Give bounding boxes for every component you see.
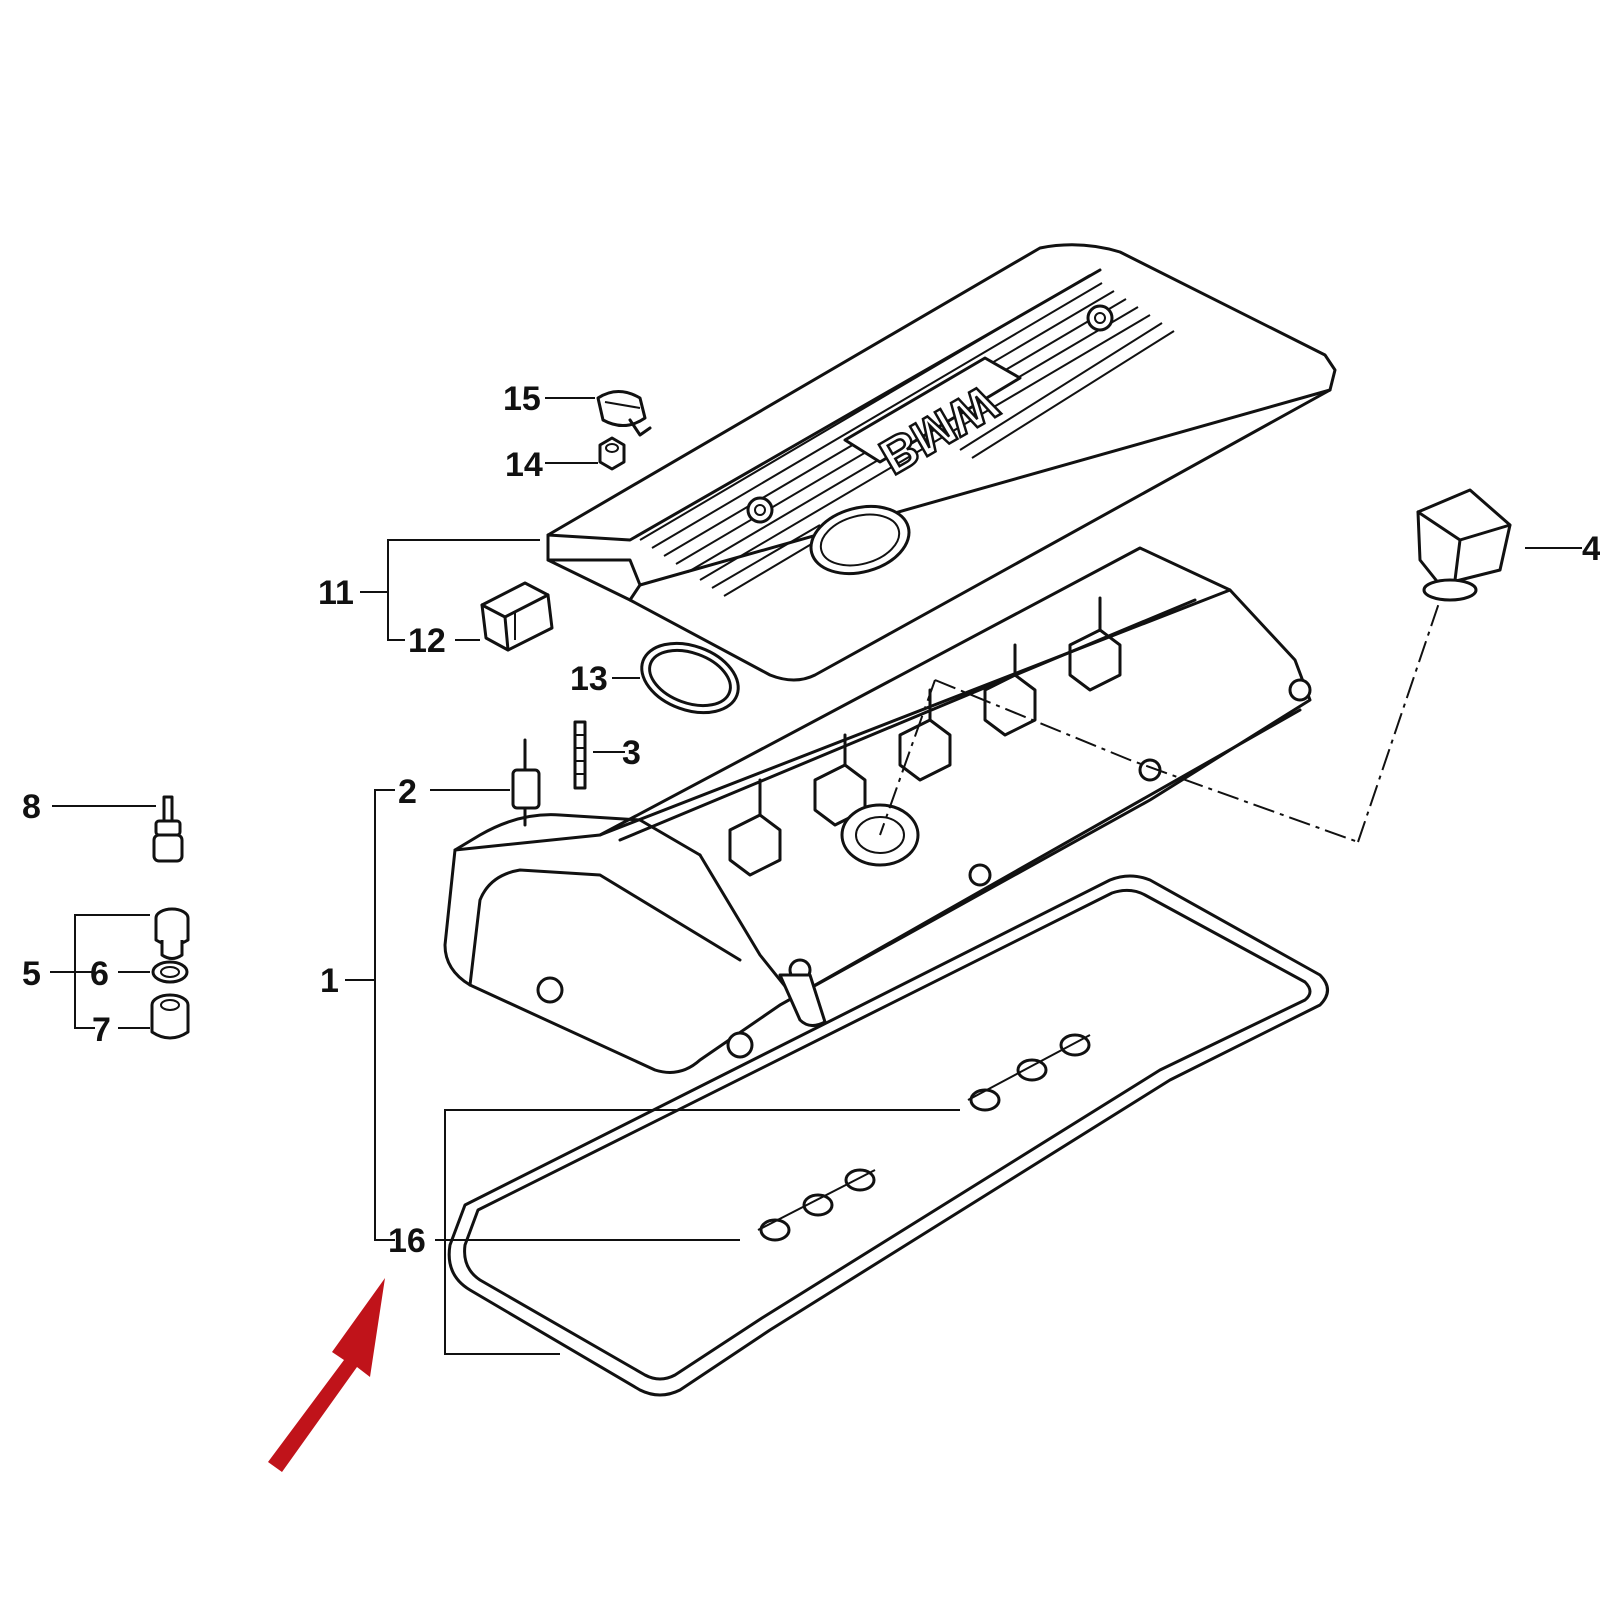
part-4-oil-filler-cap: [1416, 488, 1512, 602]
cover-mount-hole: [1086, 304, 1114, 332]
part-8-bolt: [152, 795, 184, 863]
spark-plug-seal-set-rear: [967, 1033, 1091, 1112]
callout-12: 12: [408, 622, 446, 660]
part-5-grommet: [154, 907, 190, 960]
part-3-stud-bolt: [573, 720, 587, 790]
assembly-guide-lines: [879, 599, 1441, 843]
callout-16: 16: [388, 1222, 426, 1260]
callout-15: 15: [503, 380, 541, 418]
valve-cover-gasket: [447, 874, 1329, 1397]
callout-3: 3: [622, 734, 641, 772]
callout-4: 4: [1582, 530, 1600, 568]
part-12-rubber-mount: [480, 581, 554, 652]
callout-5: 5: [22, 955, 41, 993]
highlight-arrow: [268, 1278, 385, 1472]
leader-lines: [50, 397, 1582, 1355]
cover-logo-plate: [843, 356, 1022, 464]
part-7-bushing: [150, 993, 190, 1040]
part-6-ring: [151, 960, 189, 984]
cover-oil-filler-opening: [809, 504, 911, 576]
part-15-cover-cap: [596, 390, 652, 437]
callout-1: 1: [320, 962, 339, 1000]
callout-6: 6: [90, 955, 109, 993]
cover-mount-hole: [746, 496, 774, 524]
engine-cover: BMW: [546, 243, 1337, 682]
part-13-seal-ring: [640, 641, 740, 715]
callout-8: 8: [22, 788, 41, 826]
valve-cover: [443, 546, 1312, 1074]
part-14-nut: [598, 436, 626, 471]
part-2-stud-spacer: [511, 738, 541, 827]
callout-labels: 1 2 3 4 5 6 7 8 11 12 13 14 15 16: [22, 380, 1600, 1260]
callout-2: 2: [398, 773, 417, 811]
callout-14: 14: [505, 446, 543, 484]
spark-plug-seal-set-front: [757, 1168, 876, 1242]
callout-13: 13: [570, 660, 608, 698]
callout-11: 11: [318, 574, 354, 612]
callout-7: 7: [92, 1011, 111, 1049]
